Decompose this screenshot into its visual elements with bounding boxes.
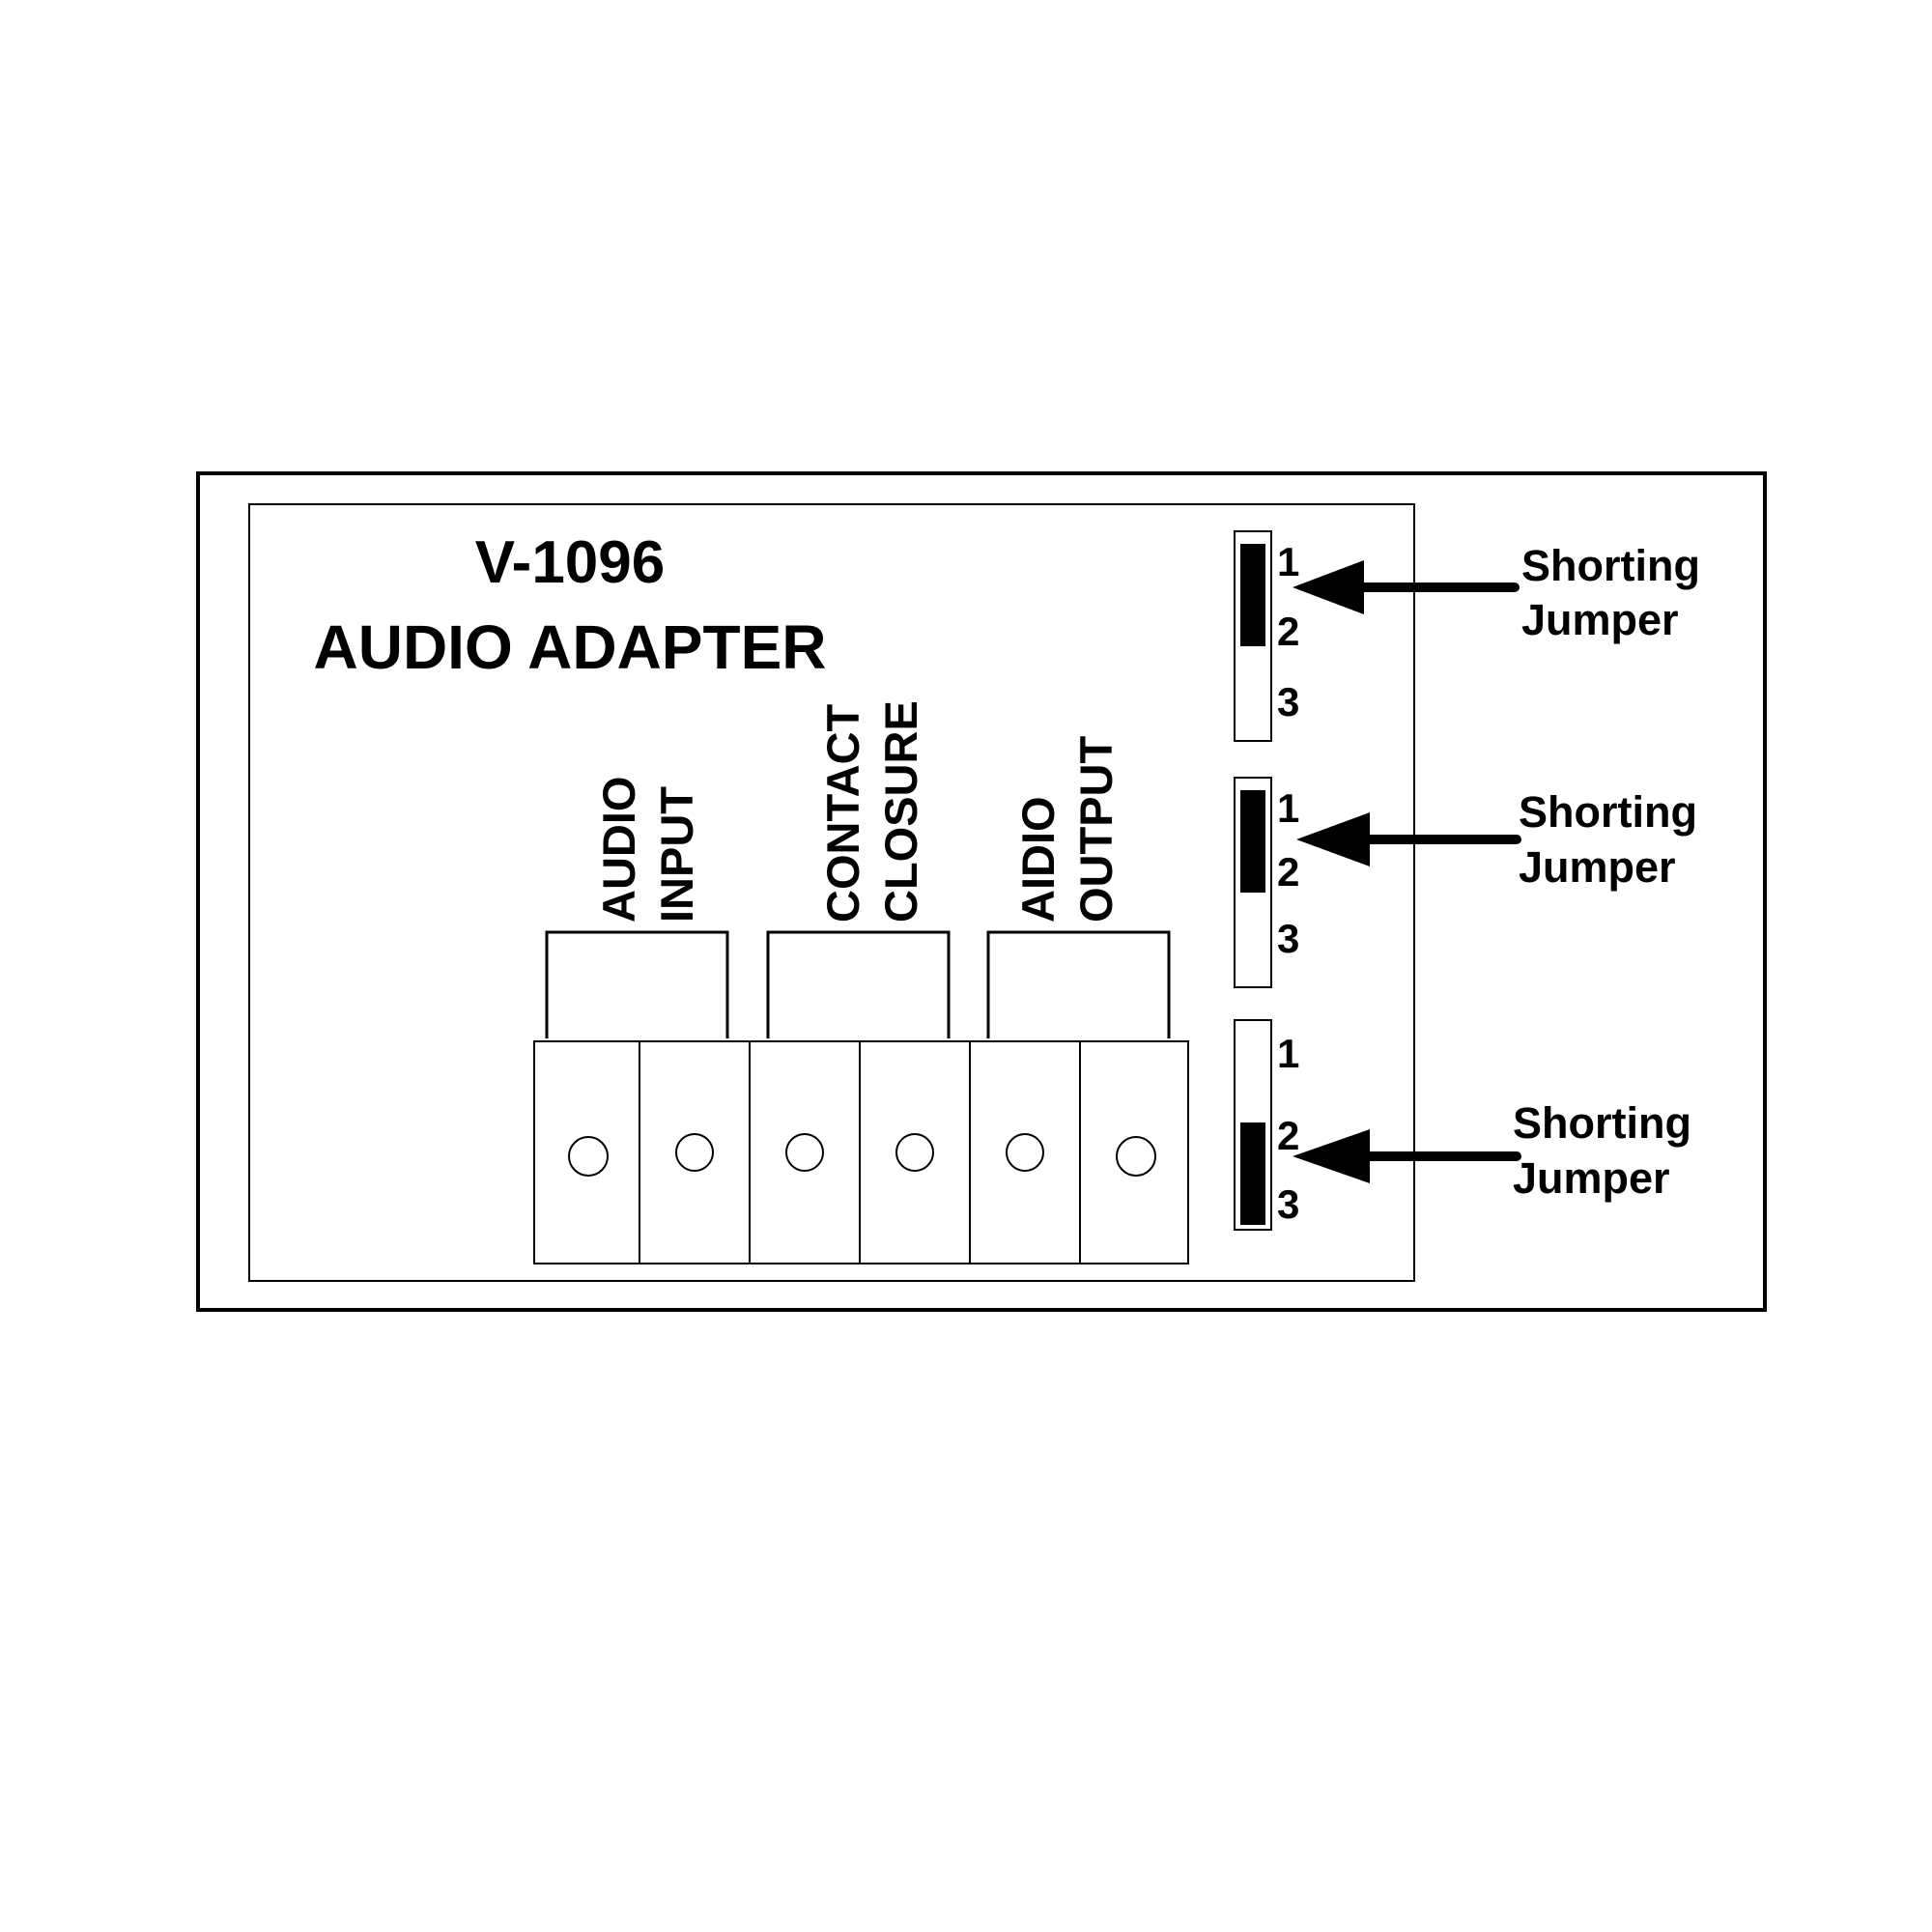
shorting-jumper-2 — [1240, 790, 1265, 893]
terminal-block — [533, 1040, 1189, 1264]
terminal-screw — [1006, 1133, 1044, 1172]
arrow-icon — [1293, 1129, 1521, 1183]
label-contact-closure-line1: CONTACT — [817, 703, 868, 923]
jumper-header-1 — [1234, 530, 1272, 742]
model-number: V-1096 — [475, 529, 666, 596]
label-audio-input-line2: INPUT — [651, 786, 702, 923]
arrow-icon — [1296, 812, 1521, 867]
terminal-screw — [675, 1133, 714, 1172]
arrow-icon — [1293, 560, 1520, 614]
jumper-header-2 — [1234, 777, 1272, 988]
callout-3-line1: Shorting — [1513, 1098, 1691, 1148]
jumper-3-pin-2: 2 — [1277, 1113, 1299, 1158]
callout-1-line1: Shorting — [1521, 541, 1700, 590]
jumper-header-3 — [1234, 1019, 1272, 1231]
jumper-3-pin-1: 1 — [1277, 1031, 1299, 1076]
jumper-2-pin-2: 2 — [1277, 849, 1299, 895]
jumper-1-pin-1: 1 — [1277, 539, 1299, 584]
callout-3-line2: Jumper — [1513, 1153, 1670, 1203]
terminal-screw — [785, 1133, 824, 1172]
label-audio-input-line1: AUDIO — [593, 777, 644, 923]
label-audio-output-line1: AIDIO — [1012, 796, 1064, 923]
board-title: AUDIO ADAPTER — [314, 612, 827, 682]
terminal-screw — [568, 1136, 609, 1177]
callout-2-line1: Shorting — [1519, 787, 1697, 837]
terminal-screw — [895, 1133, 934, 1172]
bracket-audio-output — [986, 930, 1171, 1038]
shorting-jumper-3 — [1240, 1122, 1265, 1225]
terminal-screw — [1116, 1136, 1156, 1177]
label-contact-closure-line2: CLOSURE — [875, 700, 926, 923]
jumper-3-pin-3: 3 — [1277, 1181, 1299, 1227]
callout-2-line2: Jumper — [1519, 842, 1676, 892]
jumper-1-pin-2: 2 — [1277, 609, 1299, 654]
callout-1-line2: Jumper — [1521, 595, 1679, 644]
adapter-board — [248, 503, 1415, 1282]
jumper-2-pin-3: 3 — [1277, 916, 1299, 961]
bracket-contact-closure — [766, 930, 951, 1038]
bracket-audio-input — [545, 930, 729, 1038]
label-audio-output-line2: OUTPUT — [1070, 736, 1122, 923]
jumper-1-pin-3: 3 — [1277, 679, 1299, 724]
outer-frame — [196, 471, 1767, 1312]
jumper-2-pin-1: 1 — [1277, 785, 1299, 831]
shorting-jumper-1 — [1240, 544, 1265, 646]
